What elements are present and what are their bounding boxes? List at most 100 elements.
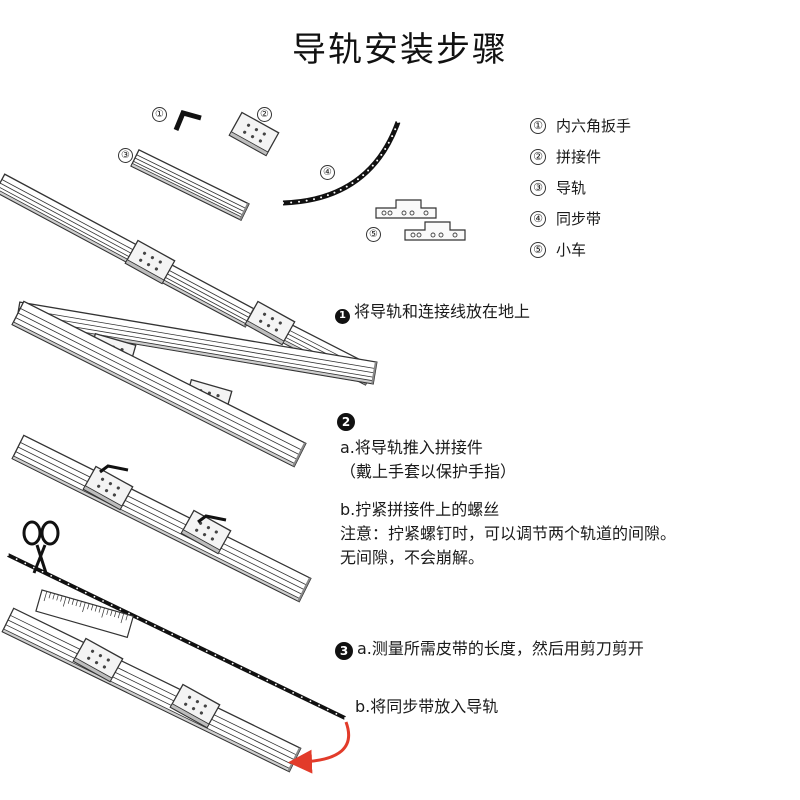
- belt-tooth: [351, 182, 354, 185]
- connector-screw: [87, 656, 91, 660]
- step-2b-note-1: 注意：拧紧螺钉时，可以调节两个轨道的间隙。: [340, 524, 677, 543]
- belt-tooth: [333, 191, 336, 194]
- legend-number: ④: [530, 210, 546, 227]
- connector-screw: [206, 526, 211, 530]
- rail-groove: [5, 624, 293, 766]
- legend-label: 拼接件: [556, 148, 602, 166]
- ruler-tick: [43, 591, 48, 602]
- carriage-hole: [401, 210, 407, 216]
- belt-tooth: [394, 128, 397, 131]
- rail-groove: [0, 186, 139, 262]
- connector-screw: [258, 139, 263, 143]
- rail-groove: [0, 182, 141, 259]
- step-1-marker: 1: [335, 308, 350, 324]
- legend-item: ③ 导轨: [530, 172, 631, 203]
- connector-screw: [210, 537, 215, 541]
- rail-part-3: [130, 149, 250, 221]
- rail-groove: [136, 154, 247, 210]
- belt-strip-tooth: [119, 608, 122, 611]
- callout-2: ②: [257, 107, 272, 122]
- hex-key-step-2b: [197, 514, 227, 524]
- belt-strip-tooth: [223, 658, 225, 661]
- belt-tooth: [384, 147, 387, 150]
- hex-key-step-2a: [99, 464, 129, 474]
- belt-tooth: [345, 185, 348, 188]
- ruler-tick: [62, 596, 67, 607]
- connector-screw: [106, 658, 110, 662]
- connector-side: [72, 657, 113, 683]
- rail-step-3: [1, 607, 302, 773]
- step-2a-instruction: a.将导轨推入拼接件: [340, 438, 483, 457]
- ruler-tick: [60, 595, 63, 602]
- ruler-tick: [101, 607, 105, 618]
- timing-belt-arc: [282, 121, 401, 206]
- belt-strip-tooth: [171, 633, 174, 636]
- connector-side: [244, 320, 285, 346]
- ruler-tick: [120, 613, 125, 624]
- belt-strip-tooth: [15, 558, 18, 561]
- ruler-tick: [114, 611, 117, 618]
- ruler-tick: [110, 610, 113, 616]
- rail-groove: [18, 308, 376, 370]
- belt-strip-tooth: [93, 595, 96, 598]
- rail-mid-top: [154, 260, 256, 328]
- belt-tooth: [371, 164, 374, 167]
- rail-groove: [17, 312, 376, 374]
- connector-screw: [216, 394, 220, 398]
- rail-side: [1, 628, 292, 773]
- connector-screw: [243, 130, 247, 134]
- scissors-handle: [40, 520, 60, 546]
- ruler-tick: [71, 598, 75, 605]
- ruler-tick: [79, 601, 82, 608]
- belt-strip-tooth: [249, 671, 251, 673]
- carriage-hole: [430, 232, 436, 238]
- rail-body: [0, 173, 146, 268]
- connector-step-2b: [180, 509, 232, 555]
- connector-screw: [191, 707, 196, 711]
- connector-screw: [158, 260, 162, 264]
- belt-tooth: [298, 200, 301, 203]
- belt-tooth: [320, 196, 323, 199]
- connector-screw: [98, 654, 103, 658]
- rail-end: [297, 577, 311, 602]
- ruler-tick: [117, 612, 121, 619]
- legend-number: ②: [530, 148, 546, 165]
- connector-top-2: [244, 300, 296, 346]
- belt-tooth: [339, 188, 342, 191]
- connector-screw: [100, 477, 105, 481]
- scissors-blade: [35, 544, 48, 574]
- rail-groove: [20, 307, 303, 451]
- callout-1: ①: [152, 107, 167, 122]
- legend-label: 同步带: [556, 210, 602, 228]
- belt-tooth: [290, 201, 293, 204]
- legend-number: ⑤: [530, 241, 546, 258]
- scissors-blade: [32, 544, 47, 574]
- connector-screw: [90, 649, 95, 653]
- connector-screw: [259, 319, 263, 323]
- connector-step-2a: [82, 465, 134, 511]
- belt-strip-tooth: [153, 625, 156, 627]
- rail-groove: [15, 451, 303, 596]
- scissors-handle: [22, 520, 42, 546]
- connector-side: [82, 485, 123, 511]
- rail-groove: [20, 441, 308, 586]
- callout-4: ④: [320, 165, 335, 180]
- belt-strip-tooth: [344, 717, 346, 719]
- rail-groove: [161, 266, 253, 315]
- ruler-tick: [56, 594, 59, 601]
- belt-strip-tooth: [205, 650, 208, 653]
- belt-strip-tooth: [326, 708, 329, 711]
- page-title: 导轨安装步骤: [292, 30, 508, 70]
- callout-5: ⑤: [366, 227, 381, 242]
- carriage-hole: [416, 232, 422, 238]
- belt-strip-tooth: [110, 604, 113, 607]
- legend-number: ③: [530, 179, 546, 196]
- connector-screw: [195, 700, 200, 704]
- rail-groove: [15, 317, 298, 461]
- connector-screw: [278, 321, 282, 325]
- belt-strip-tooth: [257, 675, 260, 678]
- step-2b-instruction: b.拧紧拼接件上的螺丝: [340, 500, 500, 519]
- legend-item: ④ 同步带: [530, 203, 631, 234]
- belt-strip-tooth: [240, 666, 243, 669]
